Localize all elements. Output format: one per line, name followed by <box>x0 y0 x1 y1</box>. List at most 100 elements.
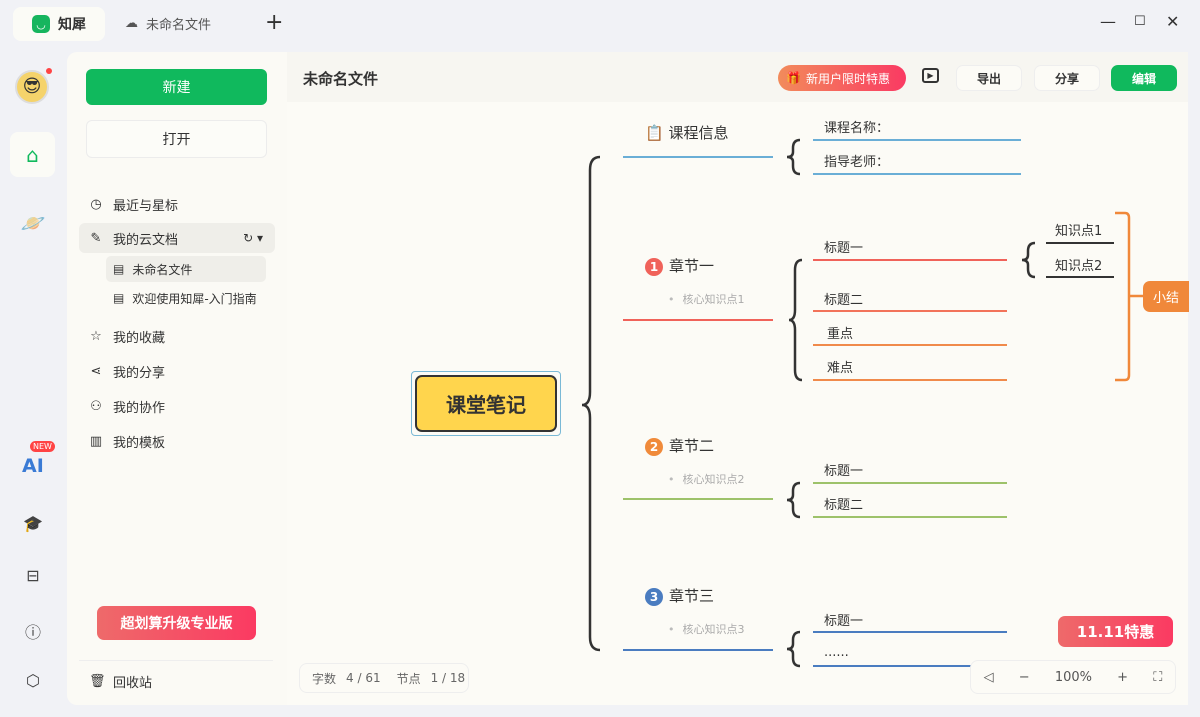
chapter2-node[interactable]: 2 章节二 <box>645 435 714 456</box>
app-tab[interactable]: ◡知犀 <box>13 7 105 41</box>
nav-trash[interactable]: 🗑回收站 <box>79 666 275 696</box>
open-button[interactable]: 打开 <box>86 120 267 158</box>
key-point[interactable]: 核心知识点1 <box>668 291 745 307</box>
course-name-node[interactable]: 课程名称： <box>824 121 890 136</box>
edit-button[interactable]: 编辑 <box>1111 65 1177 91</box>
branch-line <box>623 498 773 500</box>
fullscreen-icon[interactable]: ⛶ <box>1153 669 1163 685</box>
node-label: 章节二 <box>669 437 715 455</box>
course-info-node[interactable]: 📋 课程信息 <box>645 122 728 143</box>
summary-node[interactable]: 小结 <box>1143 281 1189 312</box>
knowledge-node[interactable]: 知识点1 <box>1055 224 1103 239</box>
minimize-button[interactable]: — <box>1100 12 1116 31</box>
avatar[interactable]: 😎 <box>15 70 49 104</box>
nav-label: 回收站 <box>113 675 153 691</box>
play-icon[interactable]: ▶ <box>922 68 939 83</box>
new-button[interactable]: 新建 <box>86 69 267 105</box>
nav-label: 我的收藏 <box>113 330 166 346</box>
number-badge: 2 <box>645 438 663 456</box>
knowledge-brace <box>1021 241 1036 279</box>
topic-node[interactable]: 标题一 <box>824 464 864 479</box>
nav-recent[interactable]: ◷最近与星标 <box>79 189 275 219</box>
promo-button[interactable]: 🎁新用户限时特惠 <box>778 65 906 91</box>
node-label: 章节三 <box>669 587 715 605</box>
main-brace <box>581 155 601 652</box>
teacher-node[interactable]: 指导老师： <box>824 155 890 170</box>
topic-node[interactable]: 标题一 <box>824 241 864 256</box>
app-logo-icon: ◡ <box>32 15 50 33</box>
central-node-label: 课堂笔记 <box>415 375 557 432</box>
node-label: 课程信息 <box>668 124 729 142</box>
share-icon: ⋖ <box>90 363 102 379</box>
branch-line <box>623 156 773 158</box>
topic-node[interactable]: 标题二 <box>824 293 864 308</box>
branch-line <box>813 173 1021 175</box>
topic-node[interactable]: 标题一 <box>824 614 864 629</box>
doc-icon: ▤ <box>113 262 125 276</box>
maximize-button[interactable]: ☐ <box>1134 14 1146 29</box>
share-button[interactable]: 分享 <box>1034 65 1100 91</box>
summary-bracket <box>1115 211 1143 382</box>
words-count: 4 / 61 <box>346 671 381 685</box>
nodes-label: 节点 <box>396 671 421 686</box>
export-button[interactable]: 导出 <box>956 65 1022 91</box>
branch-line <box>813 259 1007 261</box>
key-point[interactable]: 核心知识点2 <box>668 471 745 487</box>
zoom-in-button[interactable]: + <box>1117 669 1129 685</box>
branch-line <box>813 379 1007 381</box>
doc-label: 欢迎使用知犀-入门指南 <box>132 291 257 306</box>
branch-line <box>813 139 1021 141</box>
chapter3-brace <box>786 630 801 668</box>
nav-templates[interactable]: ▥我的模板 <box>79 426 275 456</box>
help-icon[interactable]: ⓘ <box>24 623 41 642</box>
planet-icon[interactable]: 🪐 <box>20 211 46 235</box>
topic-node[interactable]: 难点 <box>827 361 854 376</box>
branch-line <box>813 631 1007 633</box>
nav-label: 我的云文档 <box>113 232 179 248</box>
upgrade-banner[interactable]: 超划算升级专业版 <box>97 606 256 640</box>
doc-tab[interactable]: ☁未命名文件 <box>125 14 211 33</box>
ai-button[interactable]: AI <box>22 455 44 477</box>
home-icon[interactable]: ⌂ <box>10 132 55 177</box>
topic-node[interactable]: 标题二 <box>824 498 864 513</box>
star-icon: ☆ <box>90 328 102 344</box>
nav-cloud-docs[interactable]: ✎我的云文档↻ ▾ <box>79 223 275 253</box>
doc-title[interactable]: 未命名文件 <box>303 70 379 88</box>
close-button[interactable]: ✕ <box>1166 12 1180 31</box>
new-tab-button[interactable]: + <box>265 10 284 35</box>
words-label: 字数 <box>312 671 337 686</box>
locate-icon[interactable]: ◁ <box>983 669 994 685</box>
key-point[interactable]: 核心知识点3 <box>668 621 745 637</box>
zoom-level: 100% <box>1054 669 1092 685</box>
nav-favorites[interactable]: ☆ 我的收藏 <box>79 321 275 351</box>
doc-item[interactable]: ▤欢迎使用知犀-入门指南 <box>106 285 266 311</box>
doc-item[interactable]: ▤ 未命名文件 <box>106 256 266 282</box>
nodes-count: 1 / 18 <box>430 671 466 685</box>
topic-node[interactable]: ...... <box>824 645 849 660</box>
clipboard-icon: 📋 <box>645 124 664 142</box>
nav-collab[interactable]: ⚇ 我的协作 <box>79 391 275 421</box>
doc-label: 未命名文件 <box>132 262 193 277</box>
central-node[interactable]: 课堂笔记 <box>411 371 561 436</box>
node-label: 章节一 <box>669 257 715 275</box>
flowchart-icon[interactable]: ⊟ <box>26 566 40 585</box>
knowledge-node[interactable]: 知识点2 <box>1055 259 1103 274</box>
branch-line <box>623 649 773 651</box>
divider <box>79 660 273 661</box>
zoom-out-button[interactable]: − <box>1018 669 1030 685</box>
settings-icon[interactable]: ⬡ <box>26 671 40 690</box>
users-icon: ⚇ <box>90 398 102 414</box>
nav-label: 我的协作 <box>113 400 166 416</box>
refresh-chevron-icon[interactable]: ↻ ▾ <box>243 231 263 245</box>
branch-line <box>813 516 1007 518</box>
topic-node[interactable]: 重点 <box>827 327 854 342</box>
chapter1-brace <box>788 258 803 382</box>
sale-banner[interactable]: 11.11特惠 <box>1058 616 1173 647</box>
branch-line <box>813 344 1007 346</box>
branch-line <box>623 319 773 321</box>
graduation-cap-icon[interactable]: 🎓 <box>23 514 43 533</box>
nav-shares[interactable]: ⋖我的分享 <box>79 356 275 386</box>
